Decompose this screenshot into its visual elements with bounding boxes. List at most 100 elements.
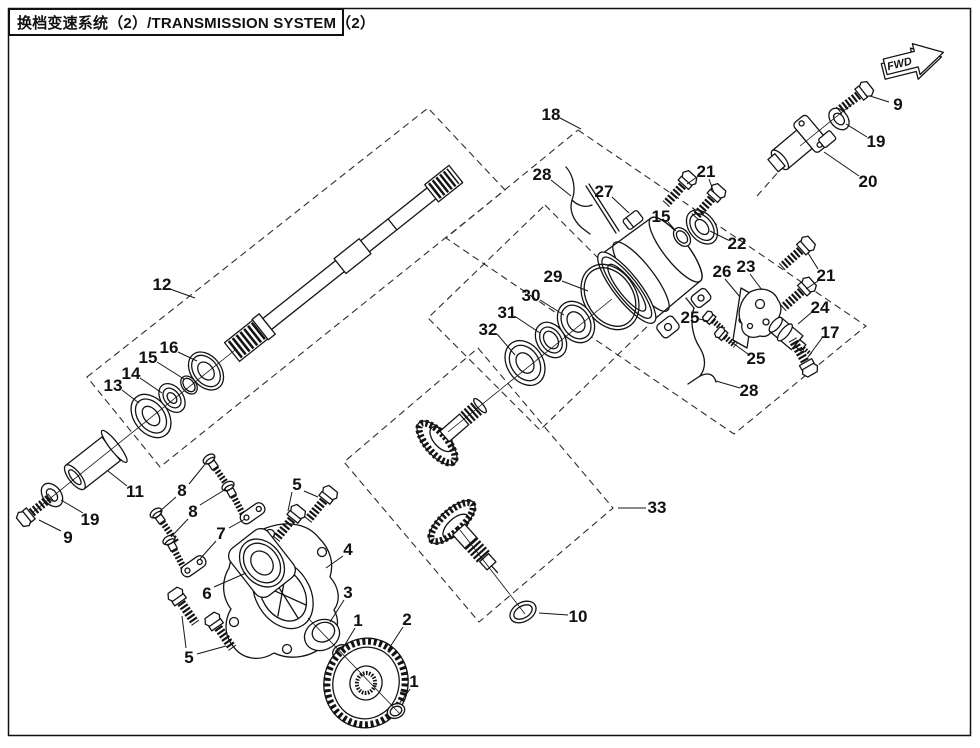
leader-line-25 — [698, 318, 709, 322]
leader-line-23 — [749, 273, 763, 291]
callout-15: 15 — [139, 348, 158, 367]
oil-seal-13 — [130, 393, 172, 439]
callout-22: 22 — [728, 234, 747, 253]
callout-28: 28 — [740, 381, 759, 400]
leader-line-8 — [170, 518, 189, 538]
assembly-axis-lines — [31, 103, 853, 715]
callout-13: 13 — [104, 376, 123, 395]
leader-line-8 — [199, 488, 227, 506]
bolt-5-a — [301, 484, 339, 526]
leader-line-5 — [303, 490, 319, 498]
callout-12: 12 — [153, 275, 172, 294]
callout-31: 31 — [498, 303, 517, 322]
leader-line-15 — [667, 221, 677, 232]
callout-15: 15 — [652, 207, 671, 226]
callout-29: 29 — [544, 267, 563, 286]
callout-26: 26 — [713, 262, 732, 281]
leader-line-14 — [139, 377, 163, 394]
callout-21: 21 — [697, 162, 716, 181]
callout-19: 19 — [867, 132, 886, 151]
bevel-gear-shaft-lower — [427, 498, 499, 574]
bolt-21-c — [776, 234, 817, 273]
washer-19-left — [40, 482, 64, 508]
leader-line-3 — [329, 599, 345, 623]
leader-line-8 — [188, 462, 207, 485]
position-sensor-20 — [767, 114, 837, 173]
callout-9: 9 — [893, 95, 902, 114]
bolt-5-c — [166, 585, 203, 628]
leader-line-5 — [287, 491, 293, 512]
callout-16: 16 — [160, 338, 179, 357]
leader-line-9 — [38, 519, 62, 532]
seal-ring-31 — [534, 321, 568, 359]
callout-23: 23 — [737, 257, 756, 276]
leader-line-1 — [398, 688, 411, 705]
callout-27: 27 — [595, 182, 614, 201]
leader-line-13 — [121, 389, 140, 404]
callout-11: 11 — [126, 482, 144, 501]
leader-line-20 — [823, 151, 860, 177]
callout-28: 28 — [533, 165, 552, 184]
leader-line-10 — [538, 612, 569, 616]
leader-line-32 — [496, 333, 516, 356]
group-box-18 — [445, 129, 867, 435]
leader-line-7 — [199, 540, 217, 560]
leader-line-24 — [797, 311, 813, 325]
bolt-9-right — [833, 79, 875, 117]
page-border — [7, 7, 972, 737]
leader-line-5 — [181, 615, 187, 649]
callout-10: 10 — [569, 607, 588, 626]
shift-fork-28-left — [565, 166, 620, 235]
drum-tab-27 — [622, 210, 644, 230]
callout-5: 5 — [184, 648, 193, 667]
leader-line-31 — [515, 316, 541, 334]
callout-19: 19 — [81, 510, 100, 529]
circlip-15 — [180, 375, 198, 395]
callout-5: 5 — [292, 475, 301, 494]
leader-line-21 — [708, 178, 715, 194]
output-gear-2 — [323, 637, 409, 729]
callout-33: 33 — [648, 498, 667, 517]
leader-line-29 — [561, 280, 589, 292]
callout-30: 30 — [522, 286, 541, 305]
leader-line-8 — [158, 496, 177, 513]
leader-line-22 — [709, 230, 729, 241]
callout-14: 14 — [122, 364, 141, 383]
bearing-6 — [228, 527, 296, 599]
washer-14 — [158, 383, 186, 413]
callout-3: 3 — [343, 583, 352, 602]
callout-4: 4 — [343, 540, 353, 559]
callout-32: 32 — [479, 320, 498, 339]
bevel-gear-shaft-upper — [415, 397, 487, 467]
callout-17: 17 — [821, 323, 840, 342]
callout-1: 1 — [353, 611, 362, 630]
circlip-15-right — [672, 227, 692, 247]
fwd-label: FWD — [886, 55, 913, 73]
link-guide-7-a — [239, 502, 266, 525]
leader-line-5 — [196, 645, 227, 655]
leader-line-27 — [611, 196, 630, 214]
leader-line-16 — [177, 351, 198, 362]
callout-21: 21 — [817, 266, 836, 285]
bolt-9-left — [15, 490, 57, 528]
washer-19-right — [828, 107, 850, 131]
callout-20: 20 — [859, 172, 878, 191]
leader-line-21 — [686, 176, 698, 185]
page-title: 换档变速系统（2）/TRANSMISSION SYSTEM（2） — [17, 14, 376, 32]
leader-line-21 — [807, 252, 819, 270]
leader-line-7 — [228, 518, 246, 529]
shift-fork-28-right — [685, 297, 717, 385]
fwd-arrow-icon: FWD — [880, 42, 945, 80]
main-shaft-12 — [223, 164, 464, 363]
bearing-32 — [504, 339, 546, 387]
title-box: 换档变速系统（2）/TRANSMISSION SYSTEM（2） — [8, 8, 375, 36]
callout-25: 25 — [681, 308, 700, 327]
cap-3 — [303, 618, 341, 652]
callout-24: 24 — [811, 298, 830, 317]
leader-line-15 — [156, 361, 185, 380]
leader-line-17 — [807, 337, 823, 358]
callout-annotations: 1123455678899101112131415151617181919202… — [38, 95, 903, 705]
leader-line-30 — [539, 299, 565, 316]
